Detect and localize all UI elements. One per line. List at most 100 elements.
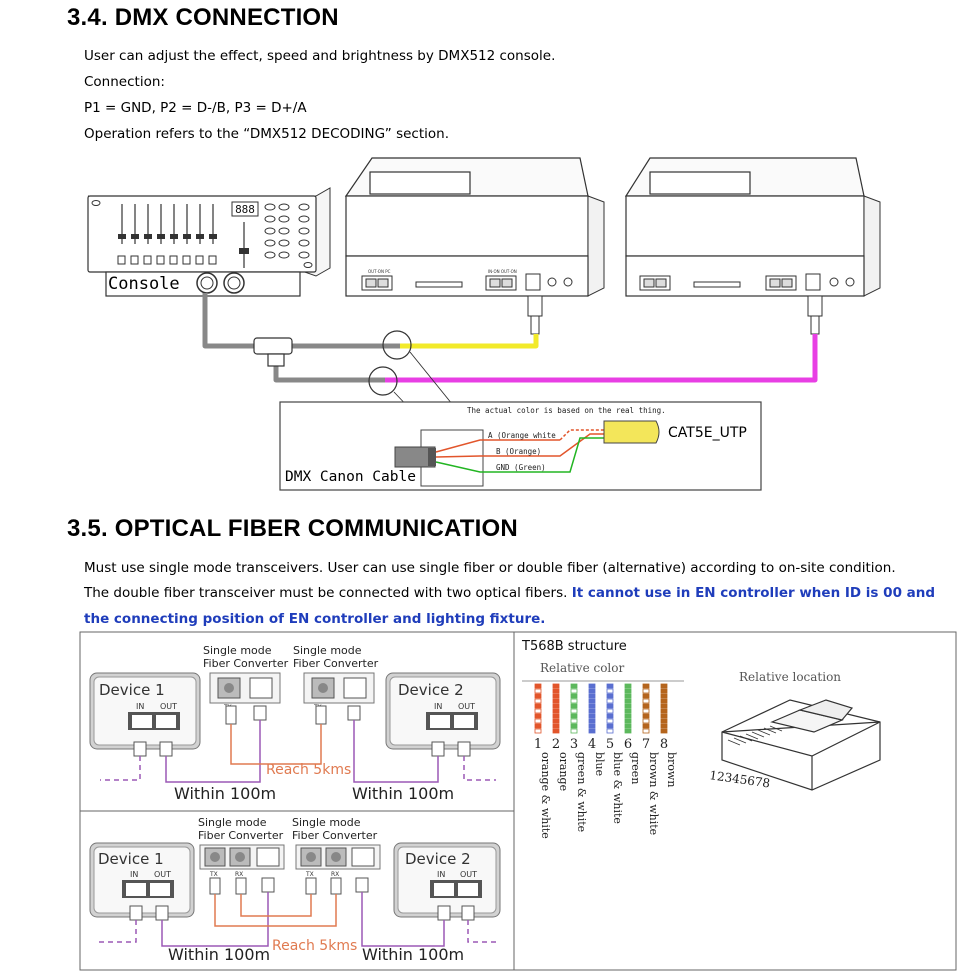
pin-stripe xyxy=(660,723,668,729)
pin-stripe xyxy=(588,713,596,719)
pin-number: 5 xyxy=(606,737,614,752)
converter-2-label-2: Fiber Converter xyxy=(293,657,379,670)
pin-stripe xyxy=(588,718,596,724)
pin-stripe xyxy=(534,723,542,729)
dconv1-rx: RX xyxy=(235,871,243,878)
single-reach-label: Reach 5kms xyxy=(266,762,351,778)
device2-label: Device 2 xyxy=(398,681,464,699)
dmx-line-3: P1 = GND, P2 = D-/B, P3 = D+/A xyxy=(84,100,307,116)
dmx-wiring-detail: The actual color is based on the real th… xyxy=(279,401,762,491)
fiber-line-2-plain: The double fiber transceiver must be con… xyxy=(84,585,572,601)
device2-out: OUT xyxy=(458,702,475,711)
svg-text:OUT·ON PC: OUT·ON PC xyxy=(368,269,391,274)
single-fiber-diagram: Single mode Fiber Converter Single mode … xyxy=(89,644,501,803)
ddevice2-in: IN xyxy=(437,870,445,879)
pin-number: 4 xyxy=(588,737,596,752)
relative-location-label: Relative location xyxy=(739,670,841,684)
console-label: Console xyxy=(108,274,180,294)
pin-stripe xyxy=(606,713,614,719)
pin-stripe xyxy=(588,698,596,704)
pin-stripe xyxy=(606,708,614,714)
fiber-diagrams: Single mode Fiber Converter Single mode … xyxy=(79,631,957,971)
pin-stripe xyxy=(642,713,650,719)
pin-color-name: brown & white xyxy=(647,752,660,835)
pin-stripe xyxy=(606,683,614,689)
pin-stripe xyxy=(660,688,668,694)
console-display: 888 xyxy=(235,203,255,216)
pin-stripe xyxy=(624,703,632,709)
pin-stripe xyxy=(624,718,632,724)
pin-stripe xyxy=(624,708,632,714)
pin-stripe xyxy=(588,693,596,699)
dconverter-2-label-2: Fiber Converter xyxy=(292,829,378,842)
pin-stripe xyxy=(624,728,632,734)
single-within-1: Within 100m xyxy=(174,784,276,803)
pin-stripe xyxy=(552,698,560,704)
pin-color-name: green & white xyxy=(575,752,588,832)
pin-stripe xyxy=(642,703,650,709)
pin-number: 3 xyxy=(570,737,578,752)
pin-stripe xyxy=(588,688,596,694)
pin-stripe xyxy=(660,703,668,709)
pin-stripe xyxy=(588,683,596,689)
pin-stripe xyxy=(570,703,578,709)
pin-stripe xyxy=(534,718,542,724)
pin-stripe xyxy=(624,688,632,694)
pin-stripe xyxy=(552,683,560,689)
detail-note: The actual color is based on the real th… xyxy=(467,406,666,415)
pin-stripe xyxy=(642,693,650,699)
rj45-connector-drawing xyxy=(721,699,881,791)
pin-stripe xyxy=(570,688,578,694)
dmx-line-4: Operation refers to the “DMX512 DECODING… xyxy=(84,126,450,142)
cat5e-label: CAT5E_UTP xyxy=(668,425,747,441)
relative-color-label: Relative color xyxy=(540,661,624,675)
pin-stripe xyxy=(660,683,668,689)
ddevice2-out: OUT xyxy=(460,870,477,879)
fiber-warning-2: the connecting position of EN controller… xyxy=(84,611,546,627)
converter-1-label-1: Single mode xyxy=(203,644,272,657)
pin-color-name: orange & white xyxy=(539,752,552,839)
fiber-line-1: Must use single mode transceivers. User … xyxy=(84,560,896,576)
pin-stripe xyxy=(660,708,668,714)
pin-stripe xyxy=(606,693,614,699)
dmx-controller-2 xyxy=(624,157,881,335)
ddevice2-label: Device 2 xyxy=(405,850,471,868)
pin-stripe xyxy=(570,698,578,704)
dmx-cables xyxy=(202,293,818,383)
dmx-line-2: Connection: xyxy=(84,74,165,90)
dmx-controller-1: OUT·ON PC IN·ON OUT·ON xyxy=(344,157,605,335)
ddevice1-in: IN xyxy=(130,870,138,879)
pin-stripe xyxy=(642,708,650,714)
pin-stripe xyxy=(552,693,560,699)
pin-stripe xyxy=(660,713,668,719)
pin-number: 2 xyxy=(552,737,560,752)
device2-in: IN xyxy=(434,702,442,711)
dmx-connection-diagram: 888 Console OU xyxy=(87,157,881,491)
pin-stripe xyxy=(552,713,560,719)
dmx-line-1: User can adjust the effect, speed and br… xyxy=(84,48,556,64)
pin-stripe xyxy=(534,708,542,714)
pin-stripe xyxy=(606,728,614,734)
pin-stripe xyxy=(624,723,632,729)
pin-stripe xyxy=(534,728,542,734)
pin-stripe xyxy=(570,693,578,699)
pin-stripe xyxy=(534,683,542,689)
pin-stripe xyxy=(552,728,560,734)
pin-stripe xyxy=(606,718,614,724)
pin-stripe xyxy=(642,723,650,729)
pin-number: 6 xyxy=(624,737,632,752)
pin-stripe xyxy=(660,693,668,699)
wire-b-label: B (Orange) xyxy=(496,447,541,456)
pin-number: 8 xyxy=(660,737,668,752)
pin-stripe xyxy=(570,708,578,714)
pin-color-name: green xyxy=(629,752,642,784)
pin-stripe xyxy=(570,683,578,689)
double-within-2: Within 100m xyxy=(362,945,464,964)
pin-stripe xyxy=(534,688,542,694)
ddevice1-out: OUT xyxy=(154,870,171,879)
